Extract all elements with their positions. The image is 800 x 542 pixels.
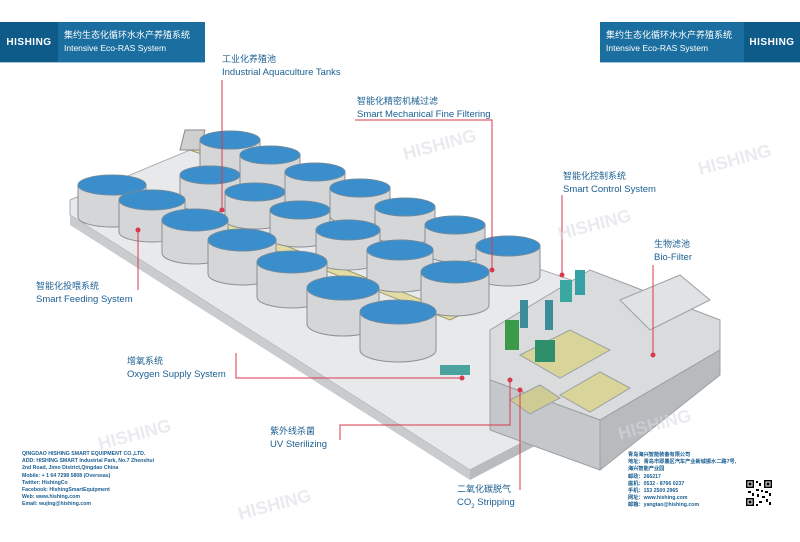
- label-bio-filter: 生物滤池 Bio-Filter: [654, 239, 693, 263]
- tank-row-front: [77, 174, 437, 363]
- watermark-3: HISHING: [696, 140, 774, 179]
- label-oxygen-supply: 增氧系统 Oxygen Supply System: [127, 356, 226, 380]
- header-title-en: Intensive Eco-RAS System: [64, 43, 167, 53]
- footer-contact-en: QINGDAO HISHING SMART EQUIPMENT CO.,LTD.…: [22, 451, 155, 508]
- label-mechanical-filtering: 智能化精密机械过滤 Smart Mechanical Fine Filterin…: [357, 96, 491, 120]
- header-rule-right: [600, 62, 800, 63]
- brand-logo: HISHING: [0, 22, 58, 62]
- label-control-system: 智能化控制系统 Smart Control System: [563, 171, 656, 195]
- label-aquaculture-tanks: 工业化养殖池 Industrial Aquaculture Tanks: [222, 54, 341, 78]
- label-co2-stripping: 二氧化碳脱气 CO2 Stripping: [457, 484, 515, 510]
- header-right: 集约生态化循环水水产养殖系统 Intensive Eco-RAS System …: [600, 22, 800, 62]
- header-title-en-right: Intensive Eco-RAS System: [606, 43, 709, 53]
- header-title-left: 集约生态化循环水水产养殖系统 Intensive Eco-RAS System: [58, 29, 196, 55]
- callout-dots: [135, 207, 656, 393]
- footer-contact-cn: 青岛海兴智能装备有限公司 地址：青岛市即墨区汽车产业新城振水二路7号, 海兴智能…: [628, 452, 737, 509]
- watermark-4: HISHING: [96, 415, 174, 454]
- brand-logo-right: HISHING: [744, 22, 800, 62]
- qr-code-icon: [745, 479, 773, 507]
- header-title-zh: 集约生态化循环水水产养殖系统: [64, 30, 191, 40]
- tank-row-middle: [179, 165, 490, 317]
- label-uv-sterilizing: 紫外线杀菌 UV Sterilizing: [270, 426, 328, 450]
- header-rule-left: [0, 62, 205, 63]
- callout-lines: [137, 80, 654, 490]
- header-title-right: 集约生态化循环水水产养殖系统 Intensive Eco-RAS System: [600, 29, 744, 55]
- watermark-2: HISHING: [556, 205, 634, 244]
- header-title-zh-right: 集约生态化循环水水产养殖系统: [606, 30, 733, 40]
- label-feeding-system: 智能化投喂系统 Smart Feeding System: [36, 281, 133, 305]
- header-left: HISHING 集约生态化循环水水产养殖系统 Intensive Eco-RAS…: [0, 22, 205, 62]
- watermark-1: HISHING: [401, 125, 479, 164]
- watermark-6: HISHING: [236, 485, 314, 524]
